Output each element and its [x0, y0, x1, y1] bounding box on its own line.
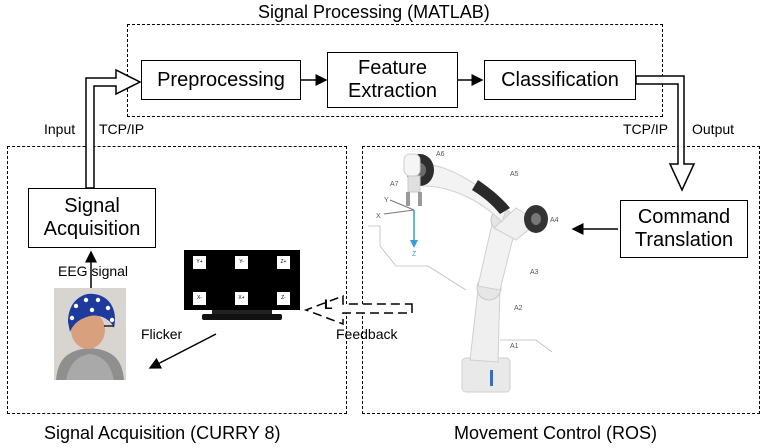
preprocessing-label: Preprocessing: [157, 68, 285, 91]
signal-acquisition-box: Signal Acquisition: [28, 188, 156, 248]
robot-joint-a3: A3: [530, 269, 539, 276]
robot-axis-x: X: [376, 213, 381, 220]
eeg-cap-person-image: [54, 288, 126, 380]
flicker-target-1: Y+: [193, 256, 206, 269]
flicker-target-3: Z+: [277, 256, 290, 269]
hollow-arrow-input: [85, 68, 142, 189]
robot-joint-a6: A6: [436, 151, 445, 158]
robot-joint-a1: A1: [510, 343, 519, 350]
feature-extraction-line1: Feature: [358, 57, 427, 79]
input-label: Input: [44, 121, 76, 137]
movement-control-frame: [362, 146, 760, 414]
flicker-label: Flicker: [141, 326, 183, 342]
feedback-arrow: [303, 294, 413, 326]
arrow-flicker: [148, 333, 217, 369]
feature-extraction-line2: Extraction: [348, 80, 437, 102]
movement-control-title: Movement Control (ROS): [454, 423, 658, 443]
robot-axis-z: Z: [412, 251, 417, 258]
robot-joint-a4: A4: [550, 217, 559, 224]
classification-label: Classification: [501, 68, 619, 91]
tcp-ip-left-label: TCP/IP: [99, 121, 145, 137]
signal-acquisition-line2: Acquisition: [43, 218, 141, 240]
command-translation-line1: Command: [637, 206, 731, 228]
flicker-target-2: Y-: [235, 256, 248, 269]
robot-joint-a2: A2: [514, 305, 523, 312]
signal-processing-title: Signal Processing (MATLAB): [258, 2, 490, 22]
robot-joint-a7: A7: [390, 181, 399, 188]
classification-box: Classification: [484, 60, 636, 100]
signal-acquisition-title: Signal Acquisition (CURRY 8): [44, 423, 281, 443]
command-translation-line2: Translation: [634, 229, 734, 251]
robot-arm-image: A1 A2 A3 A4 A5 A6 A7 X Y Z: [368, 151, 559, 393]
robot-axis-y: Y: [384, 197, 389, 204]
flicker-target-4: X-: [193, 292, 206, 305]
flicker-target-6: Z-: [277, 292, 290, 305]
flicker-target-5: X+: [235, 292, 248, 305]
feedback-letter: L: [324, 296, 333, 312]
preprocessing-box: Preprocessing: [141, 60, 301, 100]
signal-acquisition-frame: [7, 146, 347, 414]
hollow-arrow-output: [635, 75, 696, 192]
feature-extraction-box: Feature Extraction: [327, 52, 458, 108]
signal-processing-frame: [127, 24, 663, 117]
eeg-signal-label: EEG signal: [58, 263, 129, 279]
signal-acquisition-line1: Signal: [64, 195, 120, 217]
robot-joint-a5: A5: [510, 171, 519, 178]
output-label: Output: [692, 121, 735, 137]
feedback-label: Feedback: [336, 326, 398, 342]
command-translation-box: Command Translation: [620, 200, 748, 258]
tcp-ip-right-label: TCP/IP: [623, 121, 669, 137]
